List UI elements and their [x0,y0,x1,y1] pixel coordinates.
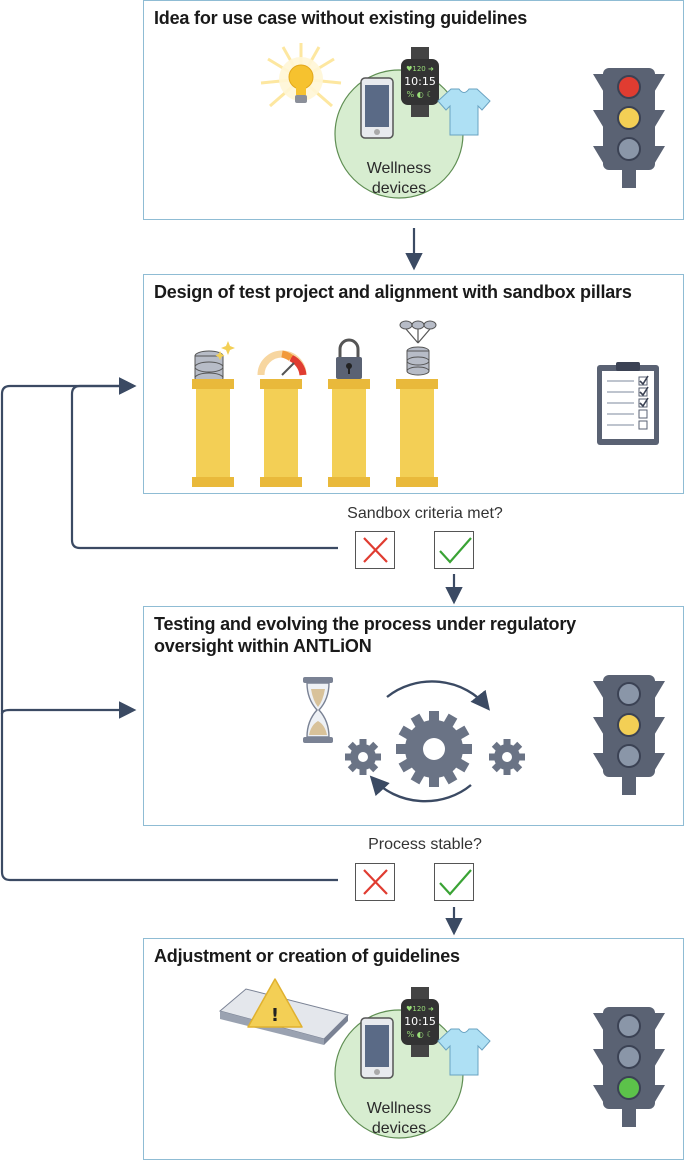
step-guidelines-title: Adjustment or creation of guidelines [154,946,460,966]
pillar-data-governance [396,320,438,487]
traffic-light-yellow-icon [593,675,665,795]
watch-time-text: 10:15 [404,75,436,88]
warning-glyph: ! [271,1005,279,1026]
guideline-book-icon: ! [218,978,349,1045]
watch-heart-rate-text: ♥120 ➜ [406,1005,434,1013]
process-not-stable-cross [355,863,395,901]
step-idea-box: Idea for use case without existing guide… [143,0,684,220]
traffic-light-red-yellow-icon [593,68,665,188]
smart-shirt-icon [437,88,491,136]
gear-left-icon [345,739,381,775]
sandbox-pillars [192,320,438,487]
wellness-devices-label: Wellness devices [366,160,432,197]
cross-icon [363,537,388,563]
watch-status-text: % ◐ ☾ [407,1030,434,1039]
step-design-box: Design of test project and alignment wit… [143,274,684,494]
cross-icon [363,869,388,895]
smartphone-icon [360,1017,394,1079]
process-stable-question: Process stable? [368,836,482,853]
smart-shirt-icon [437,1028,491,1076]
step-design-title: Design of test project and alignment wit… [154,282,632,302]
process-stable-check [434,863,474,901]
check-icon [439,537,472,564]
pillar-performance [257,350,307,487]
criteria-met-check [434,531,474,569]
loop-arrow-process-not-stable [0,377,338,882]
traffic-light-green-icon [593,1007,665,1127]
gears-cycle-icon [345,680,525,803]
lightbulb-icon [260,43,342,108]
pillar-data-quality [192,341,235,487]
criteria-not-met-cross [355,531,395,569]
step-idea-title: Idea for use case without existing guide… [154,8,528,28]
smartphone-icon [360,77,394,139]
watch-heart-rate-text: ♥120 ➜ [406,65,434,73]
gear-right-icon [489,739,525,775]
step-testing-title: Testing and evolving the process under r… [154,614,576,656]
watch-time-text: 10:15 [404,1015,436,1028]
hourglass-icon [303,677,333,743]
step-guidelines-box: Adjustment or creation of guidelines ! ♥… [143,938,684,1160]
pillar-security [328,338,370,487]
gear-large-icon [396,711,472,787]
step-testing-box: Testing and evolving the process under r… [143,606,684,826]
check-icon [439,869,472,896]
loop-arrow-to-testing [0,701,137,719]
watch-status-text: % ◐ ☾ [407,90,434,99]
smartwatch-icon: ♥120 ➜ 10:15 % ◐ ☾ [401,47,439,117]
sandbox-criteria-question: Sandbox criteria met? [347,505,503,522]
clipboard-checklist-icon [597,362,659,445]
wellness-devices-label-2: Wellness devices [366,1100,432,1137]
smartwatch-icon: ♥120 ➜ 10:15 % ◐ ☾ [401,987,439,1057]
